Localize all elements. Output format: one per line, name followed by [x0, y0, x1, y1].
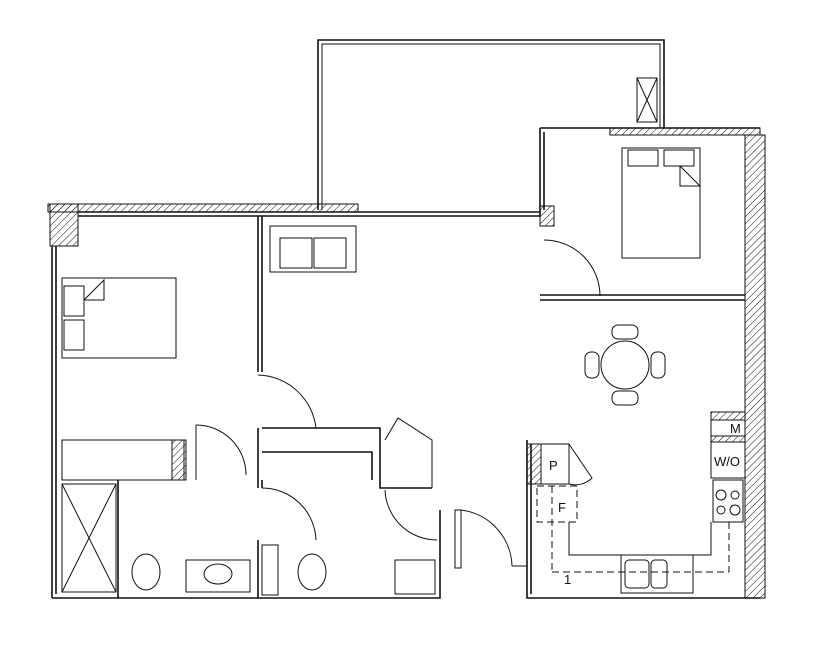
- sofa: [269, 225, 357, 273]
- balcony-vent: [636, 77, 658, 123]
- meter-label: M: [730, 421, 741, 436]
- living-area: [269, 225, 666, 406]
- door-swing[interactable]: [261, 487, 317, 541]
- pillow: [63, 285, 85, 317]
- shower: [61, 483, 117, 593]
- wall-oven: [710, 441, 746, 479]
- fridge: [536, 485, 578, 523]
- column-left: [49, 203, 79, 247]
- pantry: [540, 443, 570, 485]
- pantry-label: P: [549, 458, 558, 473]
- kitchen: P F 1 M W/O: [526, 411, 746, 594]
- door-swing[interactable]: [195, 424, 247, 476]
- closet: [61, 439, 185, 481]
- bedroom-2: [540, 147, 745, 301]
- counter-note: 1: [564, 572, 571, 587]
- toilet: [297, 553, 327, 591]
- door-swing[interactable]: [384, 489, 438, 541]
- door-swing[interactable]: [543, 239, 601, 297]
- bed-1: [61, 277, 177, 359]
- vanity: [185, 559, 251, 593]
- laundry: [394, 559, 436, 595]
- door-swing[interactable]: [257, 374, 317, 429]
- fridge-label: F: [558, 500, 566, 515]
- bedroom-1: [61, 216, 317, 481]
- cooktop: [712, 479, 744, 523]
- pillow: [63, 319, 85, 351]
- entry-door-swing[interactable]: [460, 509, 513, 567]
- sink: [203, 563, 233, 585]
- toilet: [131, 553, 161, 591]
- exterior-walls: [47, 127, 766, 599]
- bathrooms: [61, 417, 527, 598]
- bed-2: [621, 147, 701, 259]
- wall-oven-label: W/O: [714, 454, 740, 469]
- kitchen-sink: [620, 554, 694, 594]
- balcony: [317, 39, 665, 210]
- dining-table: [584, 324, 666, 406]
